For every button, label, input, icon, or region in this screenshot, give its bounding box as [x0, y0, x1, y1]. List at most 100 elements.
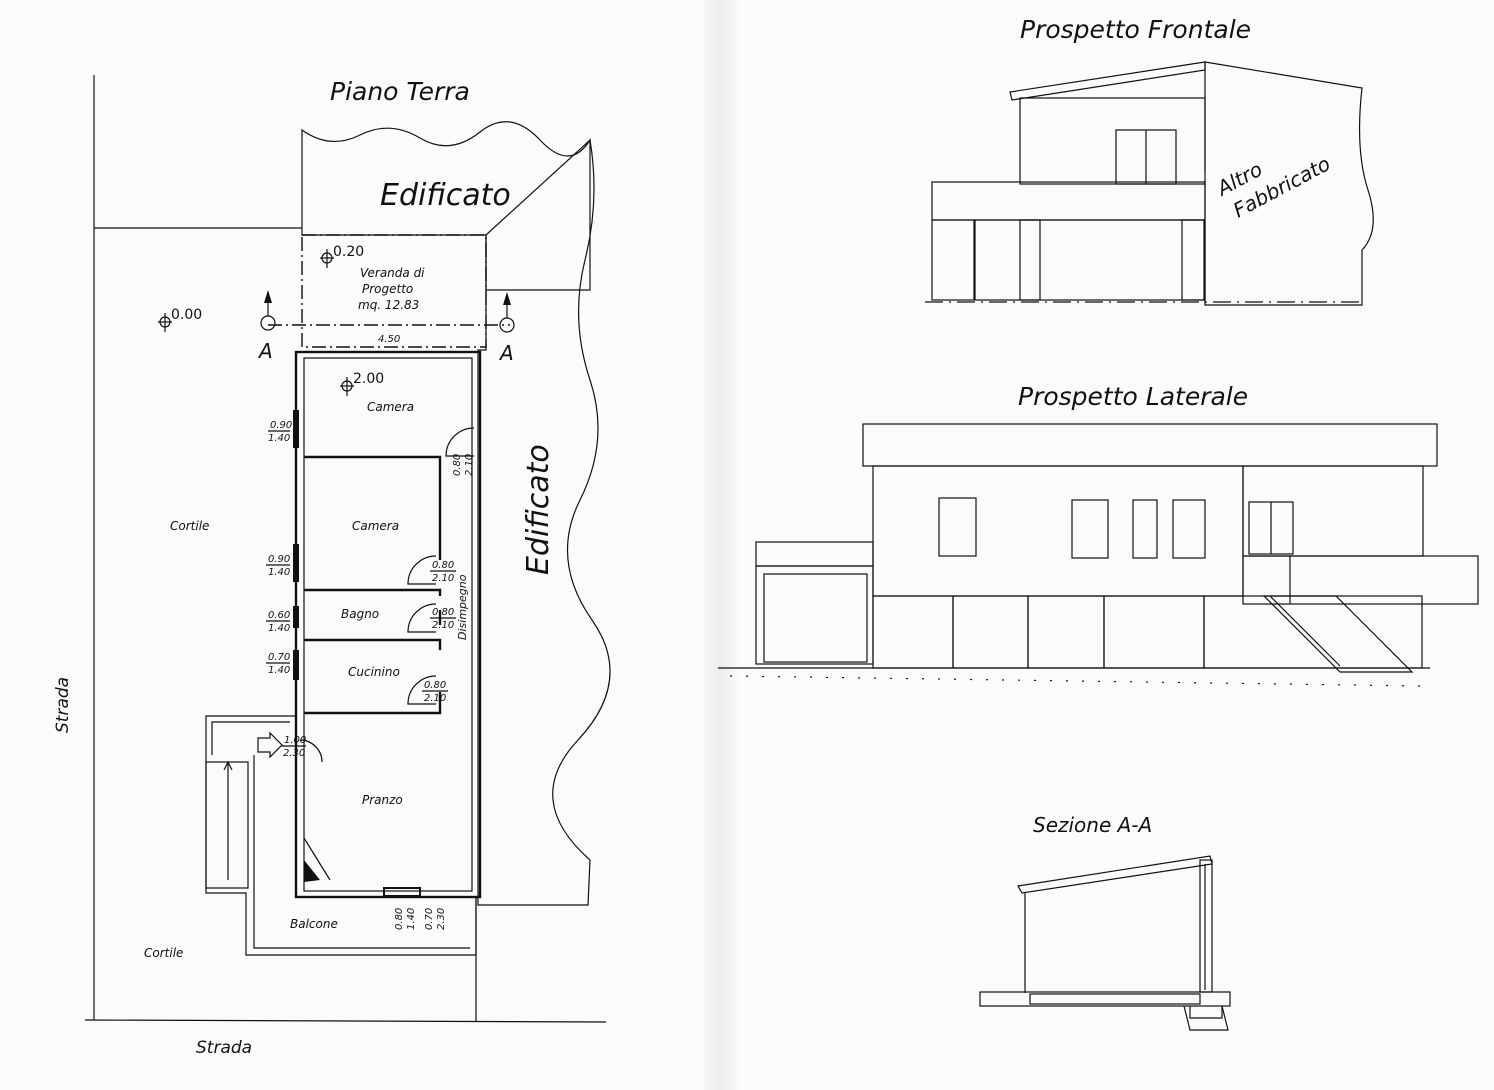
bottom-window-h: 1.40 — [406, 908, 417, 930]
side-window-3 — [1132, 499, 1158, 559]
front-elevation-title: Prospetto Frontale — [1020, 15, 1251, 44]
door-dims-1: 0.80 2.10 — [452, 454, 475, 476]
door-dims-3: 0.80 2.10 — [430, 607, 456, 631]
section-mark-left: A — [257, 290, 276, 363]
door-dims-4: 0.80 2.10 — [422, 680, 448, 704]
window-2-w: 0.90 — [268, 554, 290, 565]
window-dims-1: 0.90 1.40 — [268, 420, 292, 444]
window-4-w: 0.70 — [268, 652, 290, 663]
section-mark-left-label: A — [257, 339, 273, 363]
veranda-outline — [301, 234, 487, 348]
veranda-area: mq. 12.83 — [358, 298, 419, 312]
balcony-outline — [205, 715, 477, 956]
side-base-open-2 — [1103, 595, 1205, 669]
entrance-h: 2.30 — [283, 748, 305, 759]
level-veranda-text: 0.20 — [333, 244, 364, 260]
plan-title: Piano Terra — [330, 77, 470, 106]
side-window-1 — [938, 497, 977, 557]
door-3-h: 2.10 — [432, 620, 454, 631]
side-window-2 — [1071, 499, 1109, 559]
level-floor-text: 2.00 — [353, 371, 384, 387]
wall-camera-1 — [304, 455, 442, 560]
side-ground-dots — [729, 675, 1421, 687]
door-dims-2: 0.80 2.10 — [430, 560, 456, 584]
label-mask-top — [380, 175, 510, 211]
window-mark-bottom — [383, 887, 421, 897]
side-balcony — [1242, 555, 1479, 605]
window-mark-3 — [293, 606, 299, 628]
side-base-brick-3 — [1203, 595, 1423, 669]
entrance-arrow — [257, 731, 283, 759]
window-1-h: 1.40 — [268, 433, 290, 444]
window-mark-1 — [293, 410, 299, 448]
door-arc-entrance — [299, 739, 323, 763]
bottom-door-w: 0.70 — [424, 908, 435, 930]
building-inner-outline — [303, 357, 473, 892]
door-arc-4 — [407, 675, 437, 705]
door-1-w: 0.80 — [452, 454, 463, 476]
front-terrace — [931, 181, 1206, 221]
window-3-h: 1.40 — [268, 623, 290, 634]
front-upper-block — [1019, 97, 1206, 185]
built-area-east — [477, 138, 611, 906]
other-building — [1204, 61, 1374, 306]
window-mark-4 — [293, 650, 299, 680]
side-roof — [862, 423, 1438, 467]
side-upper-right — [1242, 465, 1424, 557]
section-mark-right-label: A — [498, 341, 514, 365]
veranda-label-2: Progetto — [362, 282, 413, 296]
front-pillar-right — [1181, 219, 1205, 301]
street-label-west: Strada — [53, 677, 73, 733]
window-2-h: 1.40 — [268, 567, 290, 578]
corner-line — [303, 837, 331, 881]
door-arc-3 — [407, 603, 437, 633]
side-windows — [938, 497, 1294, 559]
garage-roof — [755, 541, 874, 567]
side-elevation: Prospetto Laterale — [718, 382, 1479, 687]
section-wall-right — [1199, 859, 1213, 993]
section-title: Sezione A-A — [1033, 813, 1152, 837]
section-footing — [1189, 1006, 1223, 1019]
street-label-south: Strada — [196, 1038, 252, 1058]
built-area-north — [301, 121, 591, 291]
front-pillar-left — [1019, 219, 1041, 301]
door-1-h: 2.10 — [464, 454, 475, 476]
side-window-4 — [1172, 499, 1206, 559]
garage-door — [763, 573, 868, 663]
level-marker-floor: 2.00 — [340, 371, 384, 396]
door-2-h: 2.10 — [432, 573, 454, 584]
property-line-south — [84, 1019, 607, 1023]
section-ground-fill — [979, 991, 1231, 1007]
garage-wall — [755, 565, 874, 665]
room-cucinino: Cucinino — [348, 665, 400, 679]
section-footing-fill — [1183, 1005, 1229, 1031]
front-elevation: Prospetto Frontale Altro Fabbricato — [925, 15, 1374, 306]
window-4-h: 1.40 — [268, 665, 290, 676]
room-pranzo: Pranzo — [362, 793, 403, 807]
corner-fill — [304, 860, 320, 882]
window-dims-2: 0.90 1.40 — [266, 554, 290, 578]
room-camera-2: Camera — [352, 519, 399, 533]
window-mark-2 — [293, 544, 299, 582]
label-mask-other — [1200, 116, 1344, 244]
front-roof — [1009, 61, 1206, 101]
side-main-wall — [872, 465, 1244, 597]
side-base-brick-2 — [1027, 595, 1105, 669]
level-ground-text: 0.00 — [171, 307, 202, 323]
wall-cucinino — [304, 692, 442, 715]
entrance-w: 1.00 — [284, 735, 306, 746]
courtyard-label-2: Cortile — [144, 946, 183, 960]
side-base-open-1 — [952, 595, 1029, 669]
veranda-label-1: Veranda di — [360, 266, 425, 280]
section-a-a: Sezione A-A — [979, 813, 1231, 1031]
level-marker-veranda: 0.20 — [320, 244, 364, 268]
level-marker-ground: 0.00 — [158, 307, 202, 332]
window-dims-3: 0.60 1.40 — [266, 610, 290, 634]
room-camera-1: Camera — [367, 400, 414, 414]
door-4-h: 2.10 — [424, 693, 446, 704]
door-2-w: 0.80 — [432, 560, 454, 571]
door-3-w: 0.80 — [432, 607, 454, 618]
balcony-inner — [211, 721, 470, 949]
window-1-w: 0.90 — [270, 420, 292, 431]
